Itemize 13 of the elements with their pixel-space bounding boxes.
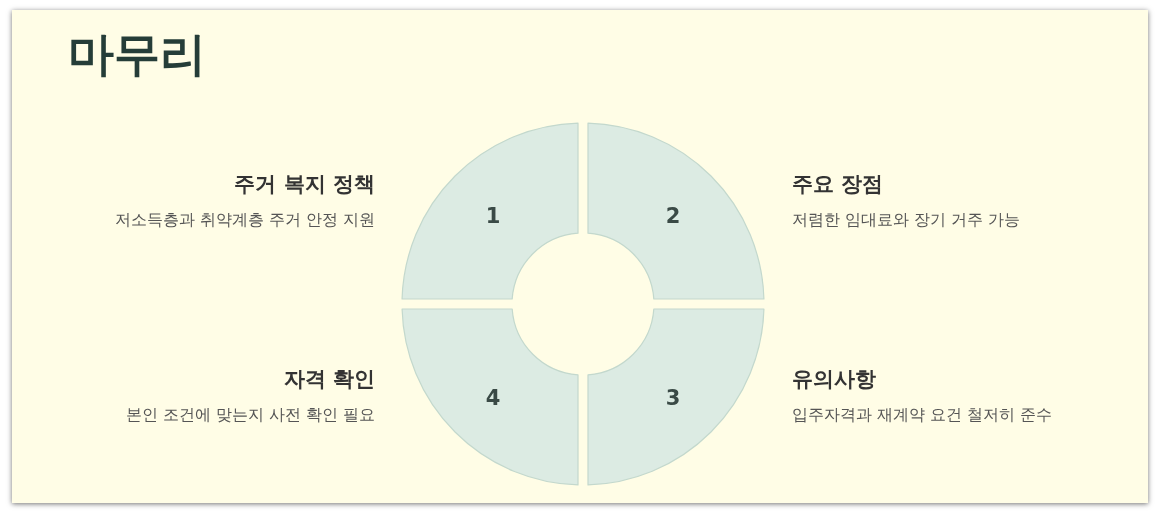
description: 저소득층과 취약계층 주거 안정 지원 bbox=[114, 210, 375, 231]
heading: 주거 복지 정책 bbox=[234, 171, 375, 198]
segment-number: 1 bbox=[485, 204, 501, 228]
segment-number: 4 bbox=[485, 386, 501, 410]
heading: 유의사항 bbox=[792, 366, 876, 393]
description: 입주자격과 재계약 요건 철저히 준수 bbox=[792, 405, 1053, 426]
description: 저렴한 임대료와 장기 거주 가능 bbox=[792, 210, 1021, 231]
segment-number: 3 bbox=[665, 386, 681, 410]
heading: 주요 장점 bbox=[792, 171, 884, 198]
title: 마무리 bbox=[68, 26, 206, 83]
segment-number: 2 bbox=[665, 204, 681, 228]
description: 본인 조건에 맞는지 사전 확인 필요 bbox=[125, 405, 375, 426]
heading: 자격 확인 bbox=[283, 366, 375, 393]
